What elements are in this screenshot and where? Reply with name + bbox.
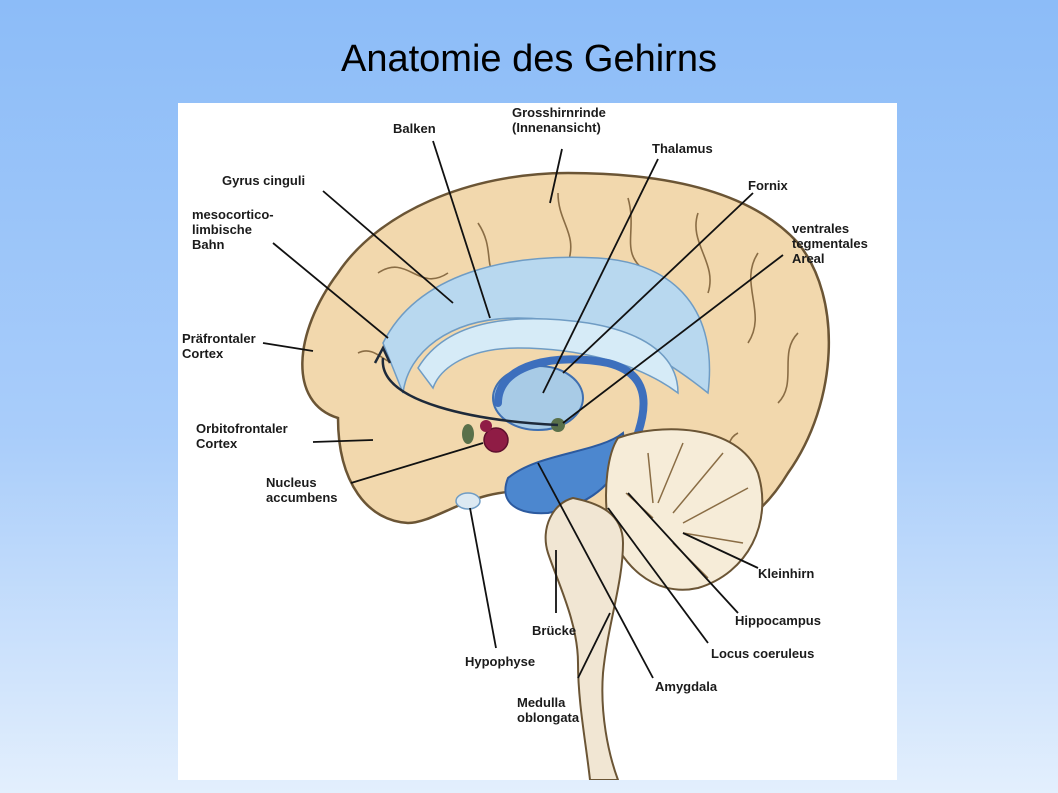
label-mesocortico: mesocortico- limbische Bahn — [192, 207, 274, 252]
label-amygdala: Amygdala — [655, 679, 718, 694]
label-gyrus-cinguli: Gyrus cinguli — [222, 173, 306, 188]
label-orbitofrontaler: Orbitofrontaler Cortex — [196, 421, 288, 451]
fornix-shape — [494, 355, 648, 437]
page-title: Anatomie des Gehirns — [341, 38, 717, 80]
kleinhirn-shape — [605, 428, 764, 591]
label-kleinhirn: Kleinhirn — [758, 566, 815, 581]
nucleus-accumbens-shape — [483, 427, 509, 453]
leader-lines — [262, 140, 784, 679]
brainstem-shape — [544, 496, 625, 780]
label-bruecke: Brücke — [532, 623, 577, 638]
label-hypophyse: Hypophyse — [465, 654, 536, 669]
label-fornix: Fornix — [748, 178, 788, 193]
brain-illustration — [262, 140, 831, 780]
mesocortico-pathway — [381, 357, 559, 427]
label-thalamus: Thalamus — [652, 141, 713, 156]
label-grosshirnrinde: Grosshirnrinde (Innenansicht) — [512, 105, 606, 135]
label-vta: ventrales tegmentales Areal — [792, 221, 868, 266]
label-medulla: Medulla oblongata — [517, 695, 580, 725]
hypophyse-shape — [455, 492, 481, 510]
label-hippocampus: Hippocampus — [735, 613, 821, 628]
label-locus-coeruleus: Locus coeruleus — [711, 646, 815, 661]
label-nucleus-accumbens: Nucleus accumbens — [266, 475, 338, 505]
label-balken: Balken — [393, 121, 436, 136]
label-praefrontaler: Präfrontaler Cortex — [182, 331, 256, 361]
brain-diagram-panel: Grosshirnrinde (Innenansicht) Balken Tha… — [178, 103, 897, 780]
orbitofrontal-node — [462, 424, 474, 444]
balken-shape — [417, 318, 679, 395]
gyrus-cinguli-shape — [382, 256, 711, 396]
